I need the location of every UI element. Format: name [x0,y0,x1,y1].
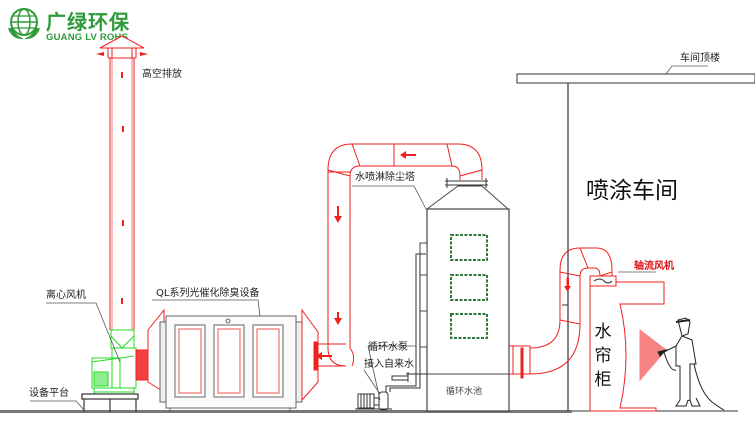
flow-arrow [316,151,416,360]
spray-tower [419,185,510,412]
workshop-building [516,73,755,411]
label-spray-tower: 水喷淋除尘塔 [355,172,415,183]
label-axial-fan: 轴流风机 [634,261,674,272]
label-spray-workshop: 喷涂车间 [586,178,678,204]
water-curtain-cabinet [589,275,667,412]
uv-lamp-door [174,324,284,398]
photocatalytic-unit [147,308,319,412]
duct-tower-to-uv [313,143,488,371]
label-high-altitude-exhaust: 高空排放 [142,69,182,80]
label-centrifugal-fan: 离心风机 [46,290,86,301]
spray-mist [639,328,667,382]
label-water-curtain-cabinet: 水帘柜 [594,322,612,390]
brand-logo: 广绿环保 GUANG LV ROHS [6,4,206,48]
flow-arrow [96,52,148,304]
circulating-pump [355,253,427,411]
label-circulating-pump: 循环水泵 [368,342,408,353]
duct-booth-to-tower [509,247,613,379]
leader-lines [30,65,708,411]
brand-name-cn: 广绿环保 [46,10,130,34]
tower-window [450,234,488,339]
label-circulating-pool: 循环水池 [446,387,483,397]
label-tap-water-inlet: 接入自来水 [364,359,414,370]
equipment-platform [81,393,139,412]
label-equipment-platform: 设备平台 [29,388,69,399]
brand-name-en: GUANG LV ROHS [46,32,129,43]
spray-worker [657,317,725,411]
exhaust-stack [96,35,148,330]
globe-icon [8,8,40,40]
label-workshop-roof: 车间顶楼 [680,53,720,64]
label-photocatalytic-unit: QL系列光催化除臭设备 [156,288,260,299]
